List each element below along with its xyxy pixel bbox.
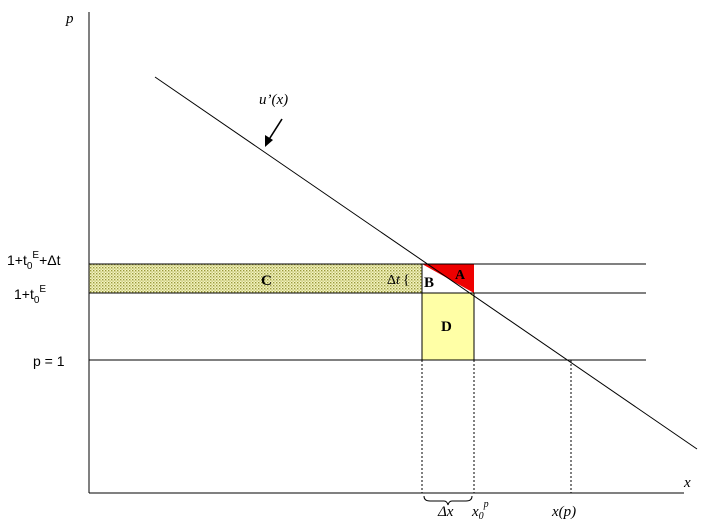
y-axis-label: p: [65, 11, 74, 27]
price-label-upper: 1+t0E+Δt: [7, 250, 61, 272]
region-b-label: B: [424, 275, 434, 291]
delta-x-label: Δx: [437, 504, 454, 520]
region-c-label: C: [261, 273, 272, 289]
x-axis-label: x: [683, 475, 691, 491]
x0p-label: x0p: [471, 499, 489, 522]
region-a-label: A: [455, 268, 466, 283]
marginal-utility-curve: [154, 76, 698, 450]
curve-label: u’(x): [259, 92, 288, 108]
region-d-label: D: [441, 319, 452, 335]
region-c-band: [89, 264, 422, 293]
region-d-rect: [422, 293, 474, 360]
price-label-mid: 1+t0E: [14, 284, 46, 306]
arrow-head-icon: [265, 135, 273, 147]
price-label-bottom: p = 1: [33, 353, 65, 369]
delta-t-label: Δt{: [387, 273, 410, 288]
curve-pointer-arrow: [267, 118, 283, 142]
xp-label: x(p): [551, 504, 576, 520]
delta-x-brace: [423, 495, 473, 506]
